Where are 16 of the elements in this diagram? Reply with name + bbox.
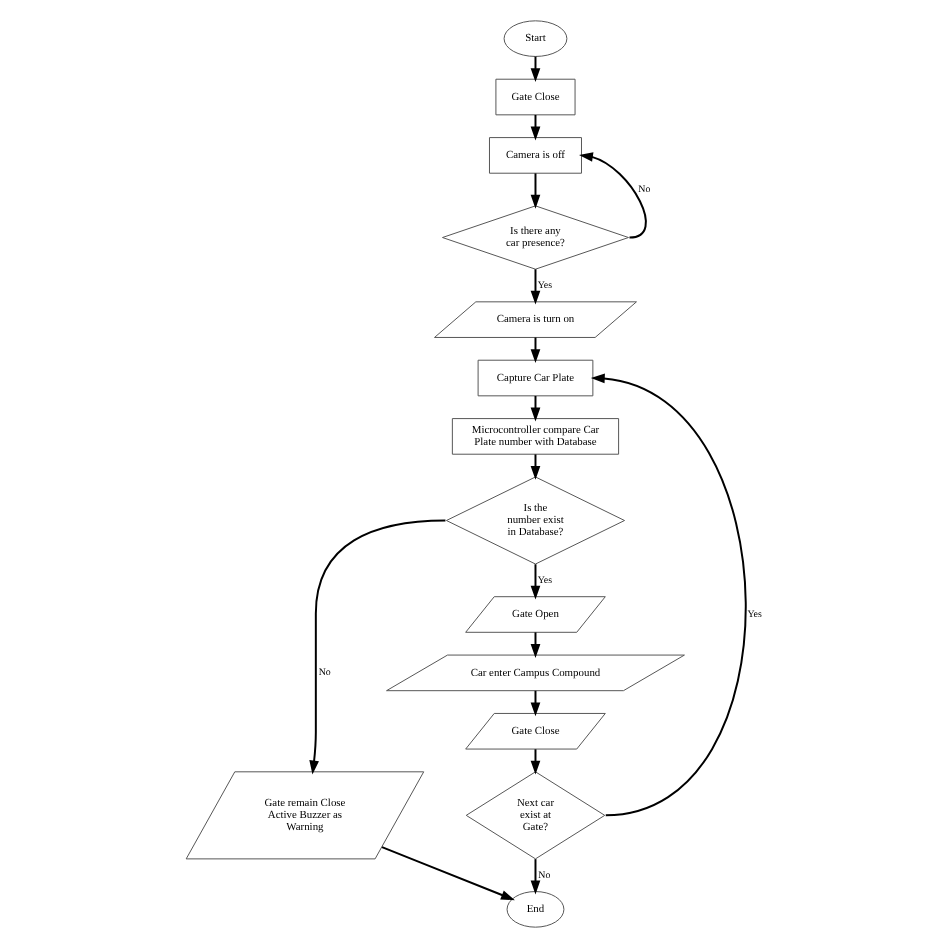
arrow bbox=[529, 336, 540, 364]
arrow bbox=[529, 689, 540, 717]
arrow bbox=[529, 563, 540, 600]
arrow bbox=[529, 394, 540, 422]
arrow bbox=[529, 172, 540, 209]
arrow bbox=[529, 858, 540, 895]
arrow bbox=[529, 113, 540, 141]
arrow bbox=[529, 748, 540, 775]
arrow bbox=[529, 631, 540, 658]
arrow bbox=[380, 846, 514, 901]
arrow bbox=[529, 55, 540, 83]
arrow bbox=[589, 373, 746, 817]
arrow bbox=[308, 519, 446, 775]
arrow bbox=[578, 152, 646, 239]
arrow bbox=[529, 453, 540, 480]
arrow bbox=[529, 268, 540, 305]
